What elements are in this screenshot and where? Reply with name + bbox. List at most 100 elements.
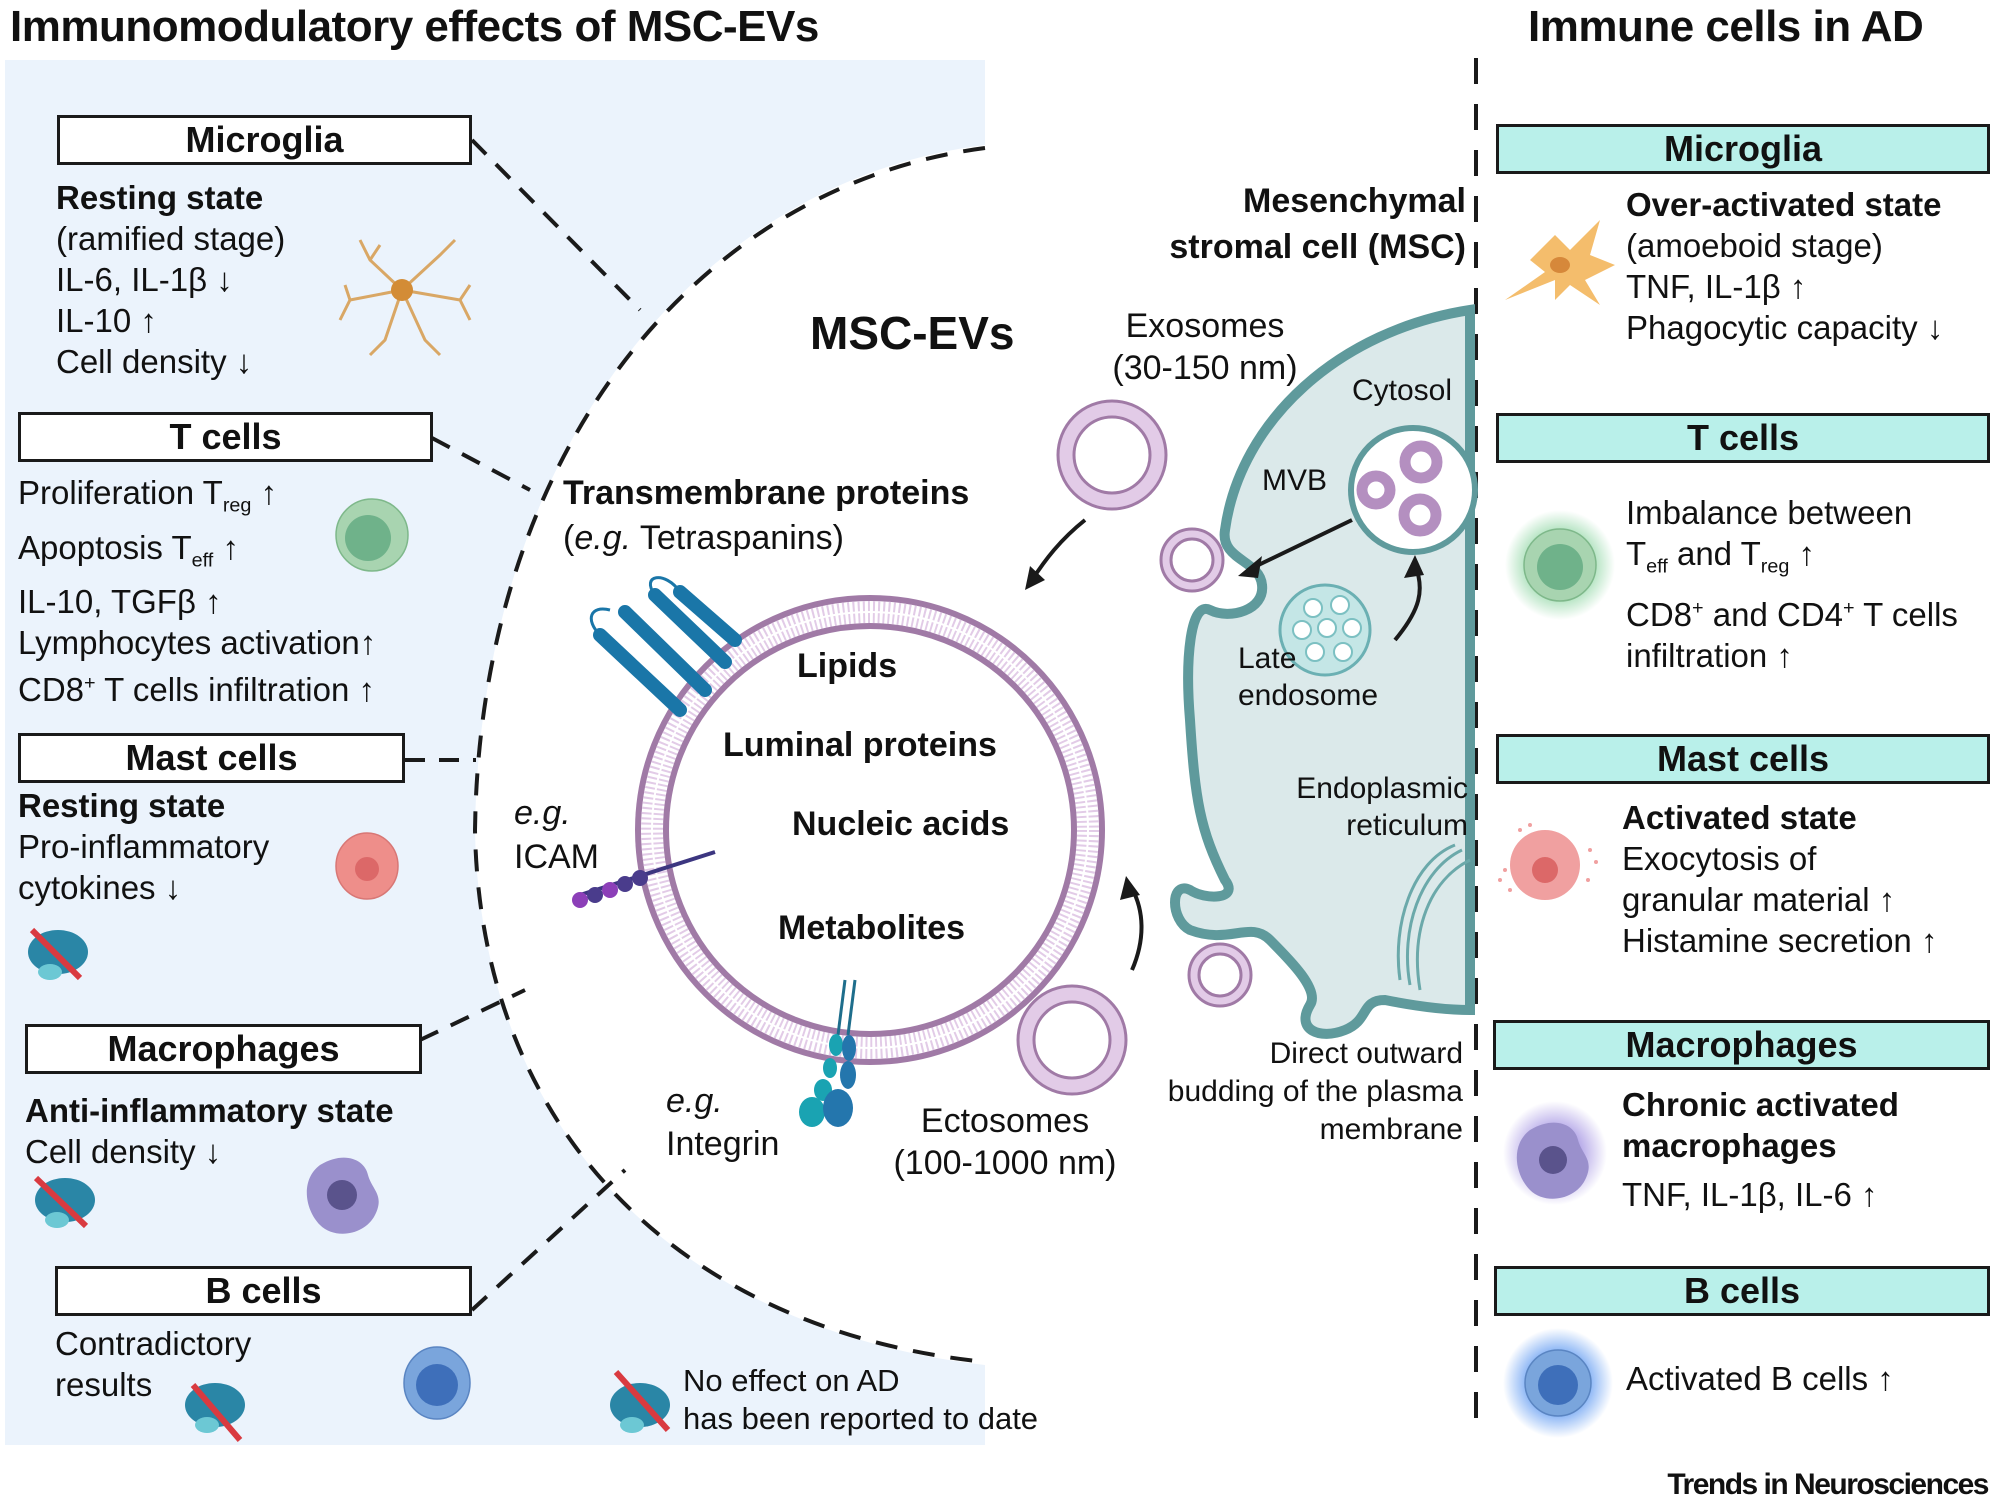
transmembrane-example: (e.g. Tetraspanins) [563, 519, 844, 557]
cargo-lipids: Lipids [797, 647, 898, 685]
left-box-t-cells: T cells [18, 412, 433, 462]
exosomes-label: Exosomes (30-150 nm) [1112, 307, 1298, 387]
integrin-protein [799, 979, 857, 1127]
microglia-ramified-icon [338, 238, 472, 357]
macrophage-activated-icon [1503, 1101, 1607, 1205]
right-mastcells-line: Exocytosis of [1622, 840, 1817, 877]
left-bcells-line: Contradictory [55, 1325, 252, 1362]
mvb-body [1348, 425, 1478, 555]
late-endosome-label: Late endosome [1238, 642, 1379, 712]
connector-microglia [470, 138, 642, 312]
right-macrophages-line: TNF, IL-1β, IL-6 ↑ [1622, 1176, 1878, 1213]
left-mastcells-text: Resting state Pro-inflammatory cytokines… [18, 785, 269, 908]
icam-eg: e.g. [514, 794, 571, 832]
integrin-eg: e.g. [666, 1082, 723, 1120]
budded-ectosome [1187, 942, 1253, 1008]
legend-line: No effect on AD [683, 1363, 900, 1398]
mvb-label: MVB [1262, 464, 1328, 497]
left-tcells-line: CD8+ T cells infiltration ↑ [18, 671, 375, 709]
left-tcells-line: Apoptosis Teff ↑ [18, 528, 239, 572]
left-box-mast-cells: Mast cells [18, 733, 405, 783]
icam-protein [572, 870, 648, 908]
left-tcells-line: IL-10, TGFβ ↑ [18, 583, 222, 621]
right-macrophages-text: Chronic activated macrophages TNF, IL-1β… [1622, 1084, 1899, 1215]
mast-cell-icon [335, 832, 399, 900]
exosome-vesicle [1056, 399, 1168, 511]
dashed-arc-boundary [472, 146, 986, 1364]
right-microglia-line: Phagocytic capacity ↓ [1626, 309, 1944, 346]
left-mastcells-state: Resting state [18, 787, 226, 824]
right-tcells-line: infiltration ↑ [1626, 636, 1793, 674]
right-microglia-text: Over-activated state (amoeboid stage) TN… [1626, 184, 1943, 348]
right-bcells-line: Activated B cells ↑ [1626, 1360, 1894, 1397]
right-mastcells-text: Activated state Exocytosis of granular m… [1622, 797, 1937, 961]
right-box-b-cells: B cells [1494, 1266, 1990, 1316]
left-macrophages-text: Anti-inflammatory state Cell density ↓ [25, 1090, 394, 1172]
right-section-title: Immune cells in AD [1528, 2, 1924, 51]
msc-evs-label: MSC-EVs [810, 307, 1015, 359]
left-box-b-cells: B cells [55, 1266, 472, 1316]
left-macrophages-state: Anti-inflammatory state [25, 1092, 394, 1129]
budding-label: Direct outward budding of the plasma mem… [1167, 1037, 1463, 1146]
connector-tcells [431, 436, 531, 492]
arrow-mvb-to-membrane [1247, 518, 1353, 572]
left-microglia-line: IL-10 ↑ [56, 302, 157, 339]
right-macrophages-state: macrophages [1622, 1127, 1837, 1164]
macrophage-icon [306, 1157, 379, 1234]
left-microglia-line: Cell density ↓ [56, 343, 253, 380]
ev-vesicle [635, 595, 1105, 1065]
right-macrophages-state: Chronic activated [1622, 1086, 1899, 1123]
b-cell-activated-icon [1503, 1328, 1613, 1438]
b-cell-icon [403, 1346, 471, 1420]
right-mastcells-state: Activated state [1622, 799, 1857, 836]
left-mastcells-line: cytokines ↓ [18, 869, 182, 906]
legend-no-effect: No effect on AD has been reported to dat… [683, 1362, 1038, 1438]
brain-no-effect-icon-macro [33, 1175, 95, 1229]
left-tcells-text: Proliferation Treg ↑ Apoptosis Teff ↑ IL… [18, 472, 376, 710]
center-white-region [475, 60, 1476, 1445]
right-tcells-line: Imbalance between [1626, 494, 1913, 531]
left-microglia-state: Resting state [56, 179, 264, 216]
right-tcells-text: Imbalance between Teff and Treg ↑ CD8+ a… [1626, 492, 1958, 676]
right-box-mast-cells: Mast cells [1496, 734, 1990, 784]
left-tcells-line: Proliferation Treg ↑ [18, 474, 278, 517]
left-tcells-line: Lymphocytes activation↑ [18, 624, 377, 662]
t-cell-icon [335, 498, 409, 572]
ectosomes-label: Ectosomes (100-1000 nm) [893, 1102, 1117, 1182]
left-box-microglia: Microglia [57, 115, 472, 165]
microglia-amoeboid-icon [1505, 220, 1615, 305]
transmembrane-label: Transmembrane proteins [563, 474, 970, 512]
ectosome-vesicle [1016, 984, 1128, 1096]
left-microglia-line: (ramified stage) [56, 220, 286, 257]
right-mastcells-line: granular material ↑ [1622, 881, 1896, 918]
released-exosome [1159, 527, 1225, 593]
connector-macrophages [419, 988, 526, 1042]
left-section-title: Immunomodulatory effects of MSC-EVs [10, 2, 819, 51]
t-cell-activated-icon [1505, 510, 1615, 620]
right-box-t-cells: T cells [1496, 413, 1990, 463]
left-macrophages-line: Cell density ↓ [25, 1133, 222, 1170]
brain-no-effect-icon-bcells [185, 1383, 245, 1442]
left-bcells-line: results [55, 1366, 153, 1403]
right-box-macrophages: Macrophages [1493, 1020, 1990, 1070]
cargo-metabolites: Metabolites [778, 909, 966, 947]
right-tcells-line: CD8+ and CD4+ T cells [1626, 595, 1958, 633]
right-box-microglia: Microglia [1496, 124, 1990, 174]
right-microglia-line: TNF, IL-1β ↑ [1626, 268, 1807, 305]
right-microglia-state: Over-activated state [1626, 186, 1942, 223]
integrin-label: Integrin [666, 1125, 780, 1163]
icam-label: ICAM [514, 838, 599, 876]
left-microglia-text: Resting state (ramified stage) IL-6, IL-… [56, 177, 285, 382]
er-label: Endoplasmic reticulum [1296, 772, 1468, 842]
brain-no-effect-icon-legend [610, 1369, 671, 1433]
cytosol-label: Cytosol [1352, 374, 1453, 407]
left-bcells-text: Contradictory results [55, 1323, 251, 1405]
cargo-nucleic-acids: Nucleic acids [792, 805, 1010, 843]
tetraspanin-protein [593, 585, 742, 717]
mast-cell-activated-icon [1498, 823, 1598, 900]
right-bcells-text: Activated B cells ↑ [1626, 1358, 1894, 1399]
cargo-luminal-proteins: Luminal proteins [723, 726, 997, 764]
journal-footer: Trends in Neurosciences [1667, 1468, 1989, 1501]
legend-line: has been reported to date [683, 1401, 1039, 1436]
